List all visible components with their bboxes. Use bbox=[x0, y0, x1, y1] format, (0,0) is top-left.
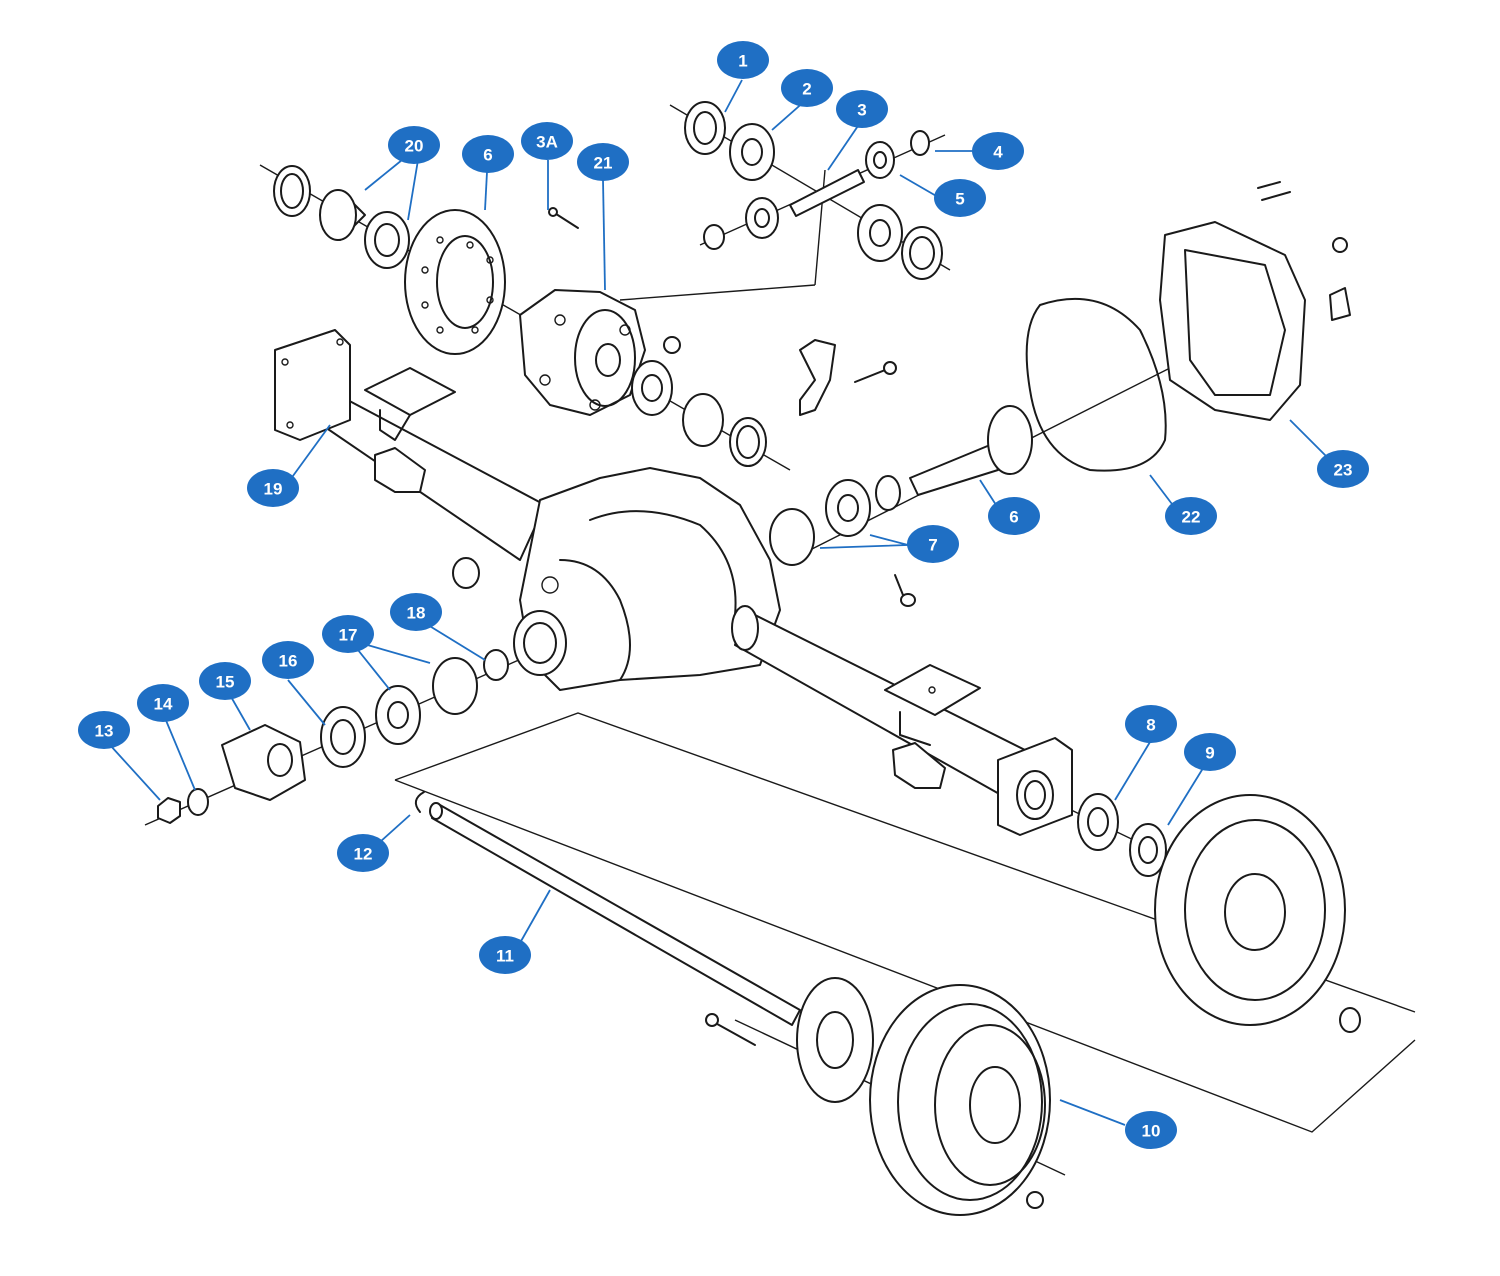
pinion-gear-6 bbox=[909, 444, 999, 496]
left-spring-pad bbox=[364, 367, 456, 416]
cover-gasket-22 bbox=[1025, 297, 1167, 472]
callout-15: 15 bbox=[199, 662, 251, 700]
diff-case bbox=[519, 289, 646, 416]
pinion-bore bbox=[513, 610, 567, 676]
axle-bearing-8 bbox=[1077, 793, 1119, 851]
callout-label: 3A bbox=[536, 133, 558, 152]
callout-label: 8 bbox=[1146, 716, 1155, 735]
bearing-cap bbox=[799, 339, 836, 416]
callout-8: 8 bbox=[1125, 705, 1177, 743]
callout-label: 1 bbox=[738, 52, 747, 71]
callouts: 1 2 3 3A 4 5 6 6 7 8 9 10 11 12 13 14 15… bbox=[78, 41, 1369, 1149]
pinion-shaft-3 bbox=[789, 169, 865, 217]
callout-14: 14 bbox=[137, 684, 189, 722]
pinion-bearing-7 bbox=[825, 479, 871, 537]
pinion-seal-16 bbox=[320, 706, 366, 768]
right-spring-pad bbox=[884, 664, 981, 716]
callout-label: 4 bbox=[993, 143, 1003, 162]
callout-label: 15 bbox=[216, 673, 235, 692]
pinion-bearing-cup-7 bbox=[769, 508, 815, 566]
callout-label: 14 bbox=[154, 695, 173, 714]
axle-shaft-components bbox=[429, 793, 1361, 1216]
callout-label: 11 bbox=[496, 947, 514, 966]
callout-label: 6 bbox=[483, 146, 492, 165]
callout-3a: 3A bbox=[521, 122, 573, 160]
callout-label: 9 bbox=[1205, 744, 1214, 763]
callout-label: 5 bbox=[955, 190, 964, 209]
callout-23: 23 bbox=[1317, 450, 1369, 488]
callout-label: 17 bbox=[339, 626, 358, 645]
callout-20: 20 bbox=[388, 126, 440, 164]
callout-label: 18 bbox=[407, 604, 426, 623]
callout-label: 3 bbox=[857, 101, 866, 120]
callout-label: 22 bbox=[1182, 508, 1201, 527]
callout-label: 10 bbox=[1142, 1122, 1161, 1141]
pinion-gear-5 bbox=[865, 141, 895, 179]
callout-7: 7 bbox=[907, 525, 959, 563]
callout-16: 16 bbox=[262, 641, 314, 679]
pinion-components bbox=[157, 405, 1033, 824]
callout-12: 12 bbox=[337, 834, 389, 872]
axle-housing bbox=[274, 329, 1073, 836]
callout-label: 7 bbox=[928, 536, 937, 555]
callout-2: 2 bbox=[781, 69, 833, 107]
callout-22: 22 bbox=[1165, 497, 1217, 535]
callout-11: 11 bbox=[479, 936, 531, 974]
thrust-washer-1 bbox=[684, 101, 726, 155]
callout-label: 16 bbox=[279, 652, 298, 671]
callout-label: 21 bbox=[594, 154, 613, 173]
ring-gear bbox=[404, 209, 506, 355]
callout-label: 6 bbox=[1009, 508, 1018, 527]
callout-6-pinion: 6 bbox=[988, 497, 1040, 535]
bearing-17 bbox=[375, 685, 421, 745]
callout-6-ring-gear: 6 bbox=[462, 135, 514, 173]
bearing-cup-17 bbox=[432, 657, 478, 715]
callout-19: 19 bbox=[247, 469, 299, 507]
callout-label: 12 bbox=[354, 845, 373, 864]
callout-label: 23 bbox=[1334, 461, 1353, 480]
cover-components bbox=[1025, 181, 1351, 472]
side-gear-2 bbox=[729, 123, 775, 181]
brake-backing-plate bbox=[1154, 794, 1346, 1026]
callout-17: 17 bbox=[322, 615, 374, 653]
callout-label: 2 bbox=[802, 80, 811, 99]
diff-cover-23 bbox=[1159, 221, 1306, 421]
callout-4: 4 bbox=[972, 132, 1024, 170]
callout-label: 20 bbox=[405, 137, 424, 156]
c-clip-12 bbox=[414, 791, 425, 813]
callout-5: 5 bbox=[934, 179, 986, 217]
callout-9: 9 bbox=[1184, 733, 1236, 771]
bearing-cone-20 bbox=[364, 211, 410, 269]
axle-seal-9 bbox=[1129, 823, 1167, 877]
callout-1: 1 bbox=[717, 41, 769, 79]
washer-4 bbox=[910, 130, 930, 156]
left-axle-flange bbox=[274, 329, 351, 441]
crush-sleeve-18 bbox=[483, 649, 509, 681]
brake-drum-10 bbox=[869, 984, 1051, 1216]
differential-components bbox=[273, 101, 943, 467]
pinion-nut-13 bbox=[157, 797, 181, 824]
shim-left bbox=[273, 165, 311, 217]
callout-21: 21 bbox=[577, 143, 629, 181]
washer-14 bbox=[187, 788, 209, 816]
pinion-yoke-15 bbox=[221, 724, 306, 801]
axle-flange-hub bbox=[796, 977, 874, 1103]
callout-18: 18 bbox=[390, 593, 442, 631]
callout-10: 10 bbox=[1125, 1111, 1177, 1149]
bearing-cup-20 bbox=[319, 189, 357, 241]
callout-3: 3 bbox=[836, 90, 888, 128]
callout-label: 13 bbox=[95, 722, 114, 741]
callout-13: 13 bbox=[78, 711, 130, 749]
callout-label: 19 bbox=[264, 480, 283, 499]
